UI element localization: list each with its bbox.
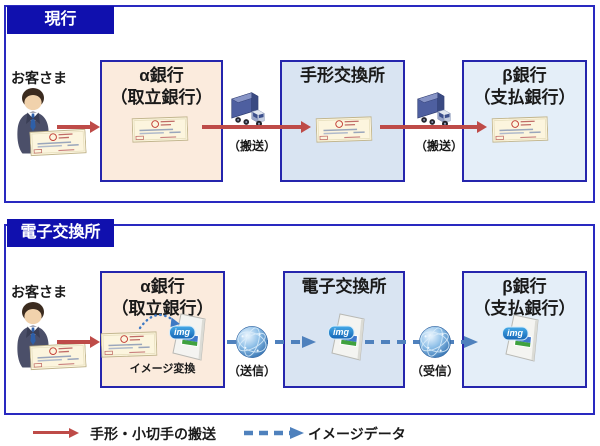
check-icon <box>132 116 189 143</box>
customer-label-electronic: お客さま <box>11 284 67 300</box>
image-file-icon: img <box>328 312 374 362</box>
beta-bank-title-current: β銀行 （支払銀行） <box>473 66 576 107</box>
network-globe-icon <box>418 325 452 359</box>
legend-transport-label: 手形・小切手の搬送 <box>90 426 216 442</box>
send-label: （送信） <box>227 364 276 378</box>
img-badge-label: img <box>173 327 190 337</box>
transport-label-2: （搬送） <box>414 139 463 153</box>
img-badge-label: img <box>506 328 523 338</box>
section-header-current: 現行 <box>7 6 114 34</box>
image-conversion-label: イメージ変換 <box>129 363 196 375</box>
legend-transport-arrow <box>33 431 69 434</box>
customer-label-current: お客さま <box>11 70 67 86</box>
section-header-electronic: 電子交換所 <box>7 219 114 247</box>
transport-arrow-1 <box>202 125 301 129</box>
electronic-exchange-title: 電子交換所 <box>301 277 387 296</box>
alpha-bank-title-electronic: α銀行 （取立銀行） <box>111 277 214 318</box>
transport-arrow-2 <box>380 125 477 129</box>
check-icon <box>492 116 549 143</box>
receive-label: （受信） <box>410 364 459 378</box>
image-file-icon: img <box>502 313 548 363</box>
transport-arrow-customer-current <box>57 125 90 129</box>
network-globe-icon <box>235 325 269 359</box>
legend-image-data-arrow <box>244 427 304 439</box>
check-icon <box>29 343 86 371</box>
image-conversion-arc-arrow <box>138 313 180 330</box>
check-icon <box>101 331 158 358</box>
legend-image-data-label: イメージデータ <box>308 426 406 442</box>
check-icon <box>316 116 373 143</box>
section-header-current-label: 現行 <box>44 11 77 28</box>
alpha-bank-title-current: α銀行 （取立銀行） <box>110 66 213 107</box>
image-file-icon: img <box>169 312 215 362</box>
img-badge-label: img <box>332 327 349 337</box>
section-header-electronic-label: 電子交換所 <box>20 224 101 241</box>
transport-label-1: （搬送） <box>227 139 276 153</box>
transport-arrow-customer-electronic <box>57 340 90 344</box>
check-icon <box>29 129 86 157</box>
clearing-house-title: 手形交換所 <box>300 66 385 85</box>
beta-bank-title-electronic: β銀行 （支払銀行） <box>473 277 576 318</box>
